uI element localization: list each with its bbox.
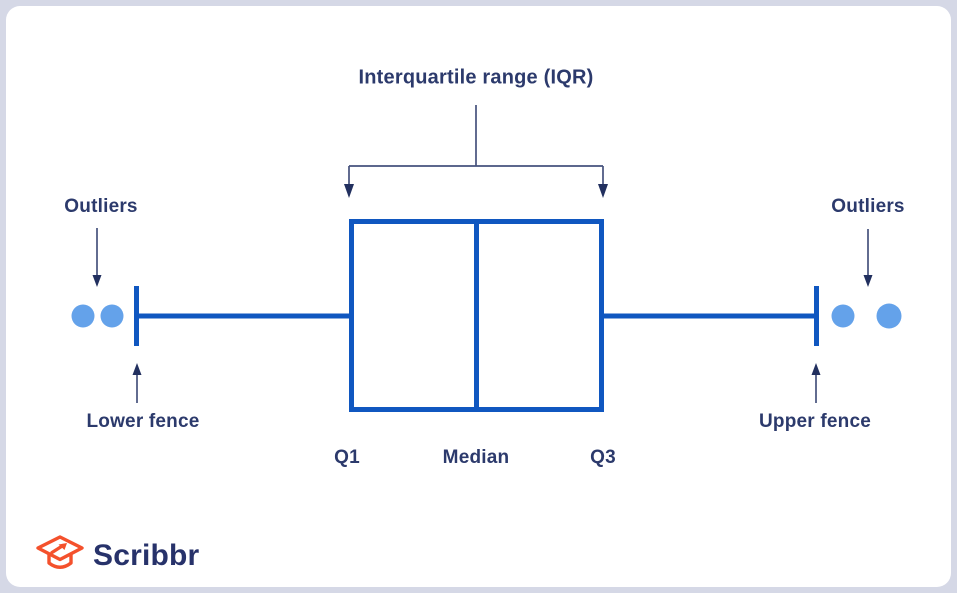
q1-label: Q1 bbox=[334, 447, 360, 468]
upper-fence-label: Upper fence bbox=[758, 411, 872, 432]
outlier-dot-left-1 bbox=[71, 304, 95, 328]
outlier-dot-right-1 bbox=[831, 304, 855, 328]
boxplot-diagram bbox=[71, 105, 902, 412]
outliers-left-arrow bbox=[92, 228, 102, 287]
iqr-left-arrowhead bbox=[344, 184, 354, 198]
outlier-dot-right-2 bbox=[876, 303, 902, 329]
median-label: Median bbox=[442, 447, 510, 468]
diagram-card: Interquartile range (IQR) Outliers Outli… bbox=[6, 6, 951, 587]
iqr-title: Interquartile range (IQR) bbox=[358, 66, 594, 89]
iqr-bracket bbox=[344, 105, 608, 198]
q3-label: Q3 bbox=[590, 447, 616, 468]
lower-fence-arrow bbox=[132, 363, 142, 403]
outliers-left-label: Outliers bbox=[64, 196, 138, 217]
outliers-right-arrow bbox=[863, 229, 873, 287]
outlier-dot-left-2 bbox=[100, 304, 124, 328]
lower-fence-label: Lower fence bbox=[86, 411, 200, 432]
iqr-right-arrowhead bbox=[598, 184, 608, 198]
outliers-right-label: Outliers bbox=[831, 196, 905, 217]
logo-text: Scribbr bbox=[93, 539, 200, 572]
upper-fence-arrow bbox=[811, 363, 821, 403]
scribbr-logo: Scribbr bbox=[36, 533, 199, 579]
graduation-cap-icon bbox=[36, 535, 84, 569]
